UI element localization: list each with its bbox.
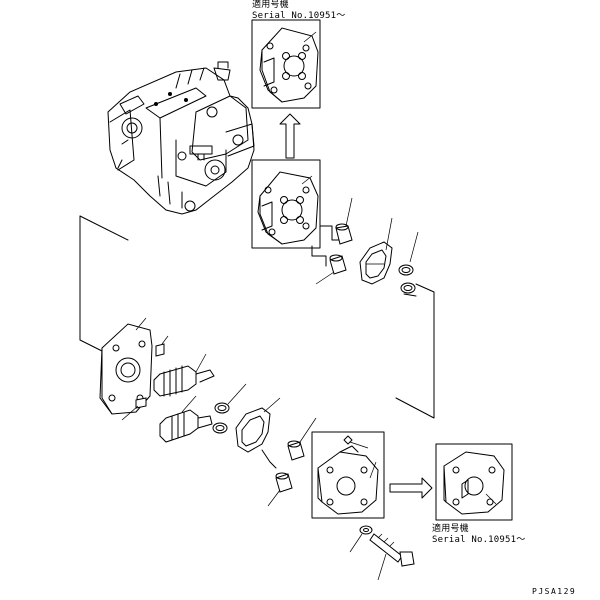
drawing-code: PJSA129	[532, 587, 577, 596]
rear-body-box	[311, 431, 385, 519]
note-bottom-line1: 適用号機	[432, 524, 469, 534]
note-top-line1: 適用号機	[252, 0, 289, 10]
upgrade-arrow-right	[389, 477, 433, 499]
front-cover-plate	[99, 317, 153, 415]
upgrade-arrow-up	[279, 113, 301, 159]
serial-note-bottom: 適用号機 Serial No.10951～	[432, 524, 525, 546]
dowel-pin-upper	[155, 335, 169, 357]
mounting-bolt	[369, 533, 415, 581]
o-ring-pair-upper	[398, 231, 419, 294]
o-ring-pair-lower	[212, 383, 247, 434]
lower-alt-body-box	[435, 443, 513, 521]
note-bottom-line2: Serial No.10951～	[432, 535, 526, 545]
note-top-line2: Serial No.10951～	[252, 11, 346, 21]
bushing-upper	[335, 197, 353, 245]
serial-note-top: 適用号機 Serial No.10951～	[252, 0, 345, 22]
bushing-lower-a	[287, 417, 317, 461]
main-pump-assembly	[107, 61, 255, 215]
dowel-pin-lower	[121, 397, 147, 421]
upper-alt-cover-box	[251, 19, 321, 109]
bushing-lower	[315, 254, 347, 285]
drive-gear	[153, 353, 215, 397]
seal-plate-lower	[235, 397, 281, 453]
bushing-lower-b	[267, 472, 293, 507]
washer	[349, 525, 373, 553]
driven-gear	[159, 395, 213, 443]
seal-plate-upper	[359, 217, 393, 285]
middle-cover-box	[251, 159, 321, 249]
